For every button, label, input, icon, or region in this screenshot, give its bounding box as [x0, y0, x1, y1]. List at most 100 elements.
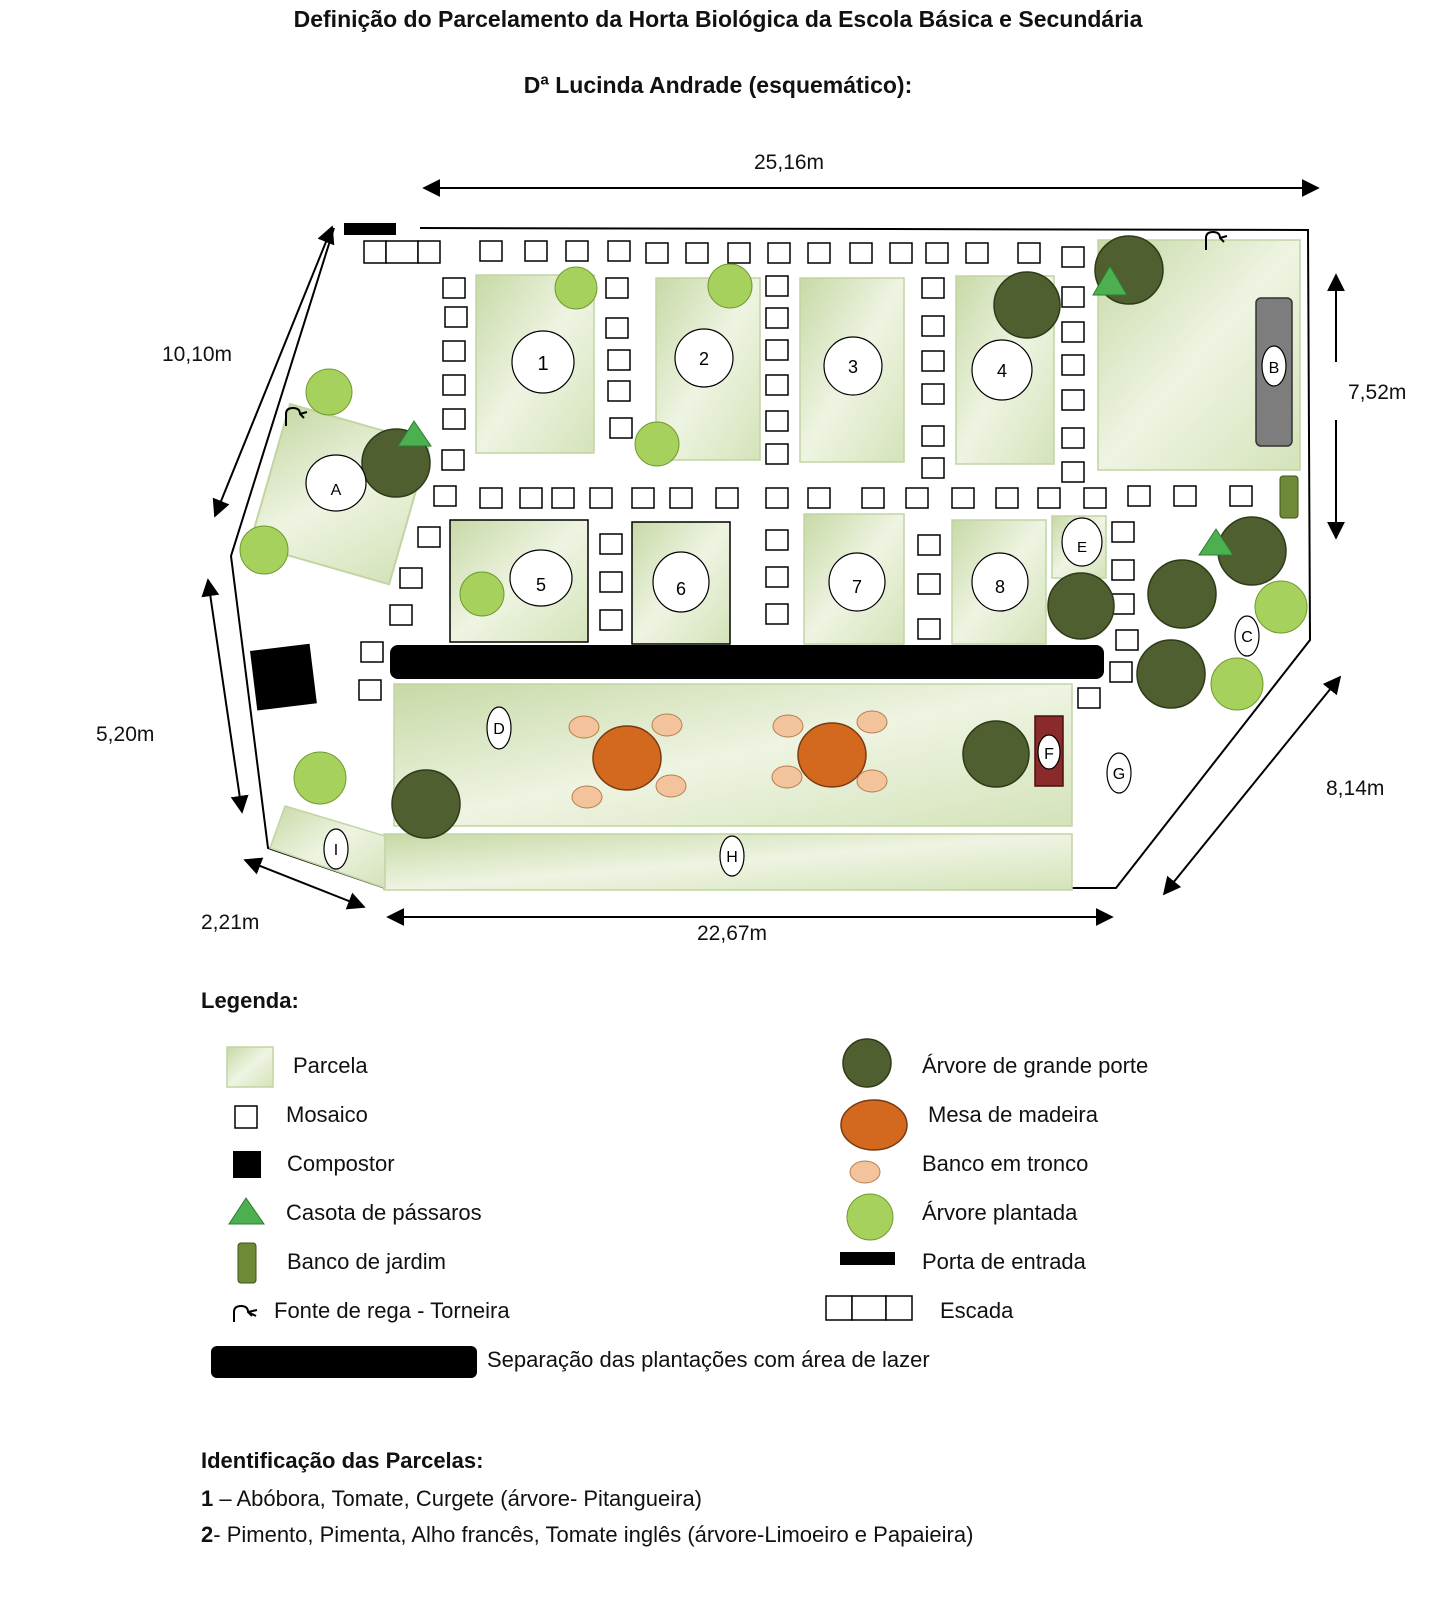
- mosaic-tile: [921, 315, 945, 337]
- mosaic-tile: [1173, 485, 1197, 507]
- dim-bottom-left-label: 2,21m: [201, 911, 260, 934]
- mosaic-tile: [609, 417, 633, 439]
- mosaic-tile: [605, 277, 629, 299]
- legend-porta-icon: [840, 1252, 895, 1265]
- mosaic-tile: [715, 487, 739, 509]
- legend-arvore-grande-label: Árvore de grande porte: [922, 1053, 1149, 1078]
- mosaic-tile: [442, 408, 466, 430]
- mosaic-tile: [921, 350, 945, 372]
- mosaic-tile: [1077, 687, 1101, 709]
- dim-left-lower-label: 5,20m: [96, 723, 155, 746]
- svg-text:5: 5: [536, 575, 546, 595]
- mosaic-tile: [917, 618, 941, 640]
- mosaic-tile: [589, 487, 613, 509]
- legend-banco-tronco-icon: [849, 1160, 881, 1184]
- legend-parcela-icon: [226, 1046, 274, 1088]
- dim-bottom-label: 22,67m: [697, 922, 768, 945]
- mosaic-tile: [861, 487, 885, 509]
- dim-arrow-left-lower: [201, 578, 249, 814]
- plot-label-c: C: [1234, 615, 1260, 657]
- mosaic-tile: [599, 533, 623, 555]
- mosaic-tile: [685, 242, 709, 264]
- diagram-title-line1: Definição do Parcelamento da Horta Bioló…: [293, 6, 1143, 32]
- plot-label-7: 7: [828, 552, 886, 612]
- legend-fonte-label: Fonte de rega - Torneira: [274, 1298, 510, 1323]
- mosaic-tile: [565, 240, 589, 262]
- mosaic-tile: [479, 487, 503, 509]
- legend-mesa-icon: [840, 1099, 908, 1151]
- mosaic-tile: [765, 566, 789, 588]
- mosaic-tile: [1115, 629, 1139, 651]
- legend-porta-label: Porta de entrada: [922, 1249, 1086, 1274]
- garden-plan: 1 2 3 4 5 6 7 8 A B C D E F G H I: [201, 179, 1345, 926]
- dim-arrow-bottom-left: [243, 857, 366, 910]
- plot-label-f: F: [1037, 734, 1061, 770]
- mosaic-tile: [1037, 487, 1061, 509]
- legend-compostor-label: Compostor: [287, 1151, 395, 1176]
- mosaic-tile: [358, 679, 382, 701]
- svg-text:E: E: [1077, 539, 1087, 556]
- identification-entry-2: 2- Pimento, Pimenta, Alho francês, Tomat…: [201, 1522, 974, 1547]
- legend-compostor-icon: [233, 1151, 261, 1178]
- mosaic-tile: [631, 487, 655, 509]
- svg-text:1: 1: [537, 353, 548, 375]
- plot-label-d: D: [486, 706, 512, 750]
- legend-escada-label: Escada: [940, 1298, 1014, 1323]
- mosaic-tile: [765, 603, 789, 625]
- mosaic-tile: [1127, 485, 1151, 507]
- mosaic-tile: [921, 383, 945, 405]
- identification-title: Identificação das Parcelas:: [201, 1448, 484, 1473]
- mosaic-tile: [765, 410, 789, 432]
- wooden-tables: [592, 722, 867, 791]
- mosaic-tile: [441, 449, 465, 471]
- legend-title: Legenda:: [201, 988, 299, 1013]
- legend-escada-icon: [825, 1295, 913, 1321]
- mosaic-tile: [433, 485, 457, 507]
- svg-text:C: C: [1241, 629, 1253, 646]
- legend-separacao-icon: [211, 1346, 477, 1378]
- mosaic-tile: [1111, 593, 1135, 615]
- mosaic-tile: [442, 340, 466, 362]
- mosaic-tile: [807, 487, 831, 509]
- mosaic-tiles: [358, 240, 1253, 709]
- legend-mosaico-label: Mosaico: [286, 1102, 368, 1127]
- svg-text:D: D: [493, 721, 505, 738]
- tap-icon: [233, 1304, 258, 1322]
- mosaic-tile: [1111, 559, 1135, 581]
- dim-left-upper-label: 10,10m: [162, 343, 233, 366]
- mosaic-tile: [849, 242, 873, 264]
- legend-banco-tronco-label: Banco em tronco: [922, 1151, 1089, 1176]
- plot-label-3: 3: [823, 336, 883, 396]
- planted-trees: [239, 263, 1308, 805]
- svg-text:8: 8: [995, 577, 1005, 597]
- mosaic-tile: [1061, 286, 1085, 308]
- mosaic-tile: [807, 242, 831, 264]
- mosaic-tile: [669, 487, 693, 509]
- mosaic-tile: [765, 374, 789, 396]
- plot-label-i: I: [323, 828, 349, 870]
- legend-mosaico-icon: [234, 1105, 258, 1129]
- mosaic-tile: [925, 242, 949, 264]
- mosaic-tile: [905, 487, 929, 509]
- plot-label-5: 5: [509, 549, 573, 607]
- plot-label-b: B: [1261, 345, 1287, 387]
- legend-casota-label: Casota de pássaros: [286, 1200, 482, 1225]
- mosaic-tile: [1061, 246, 1085, 268]
- diagram-title-line2: Dª Lucinda Andrade (esquemático):: [523, 72, 913, 98]
- mosaic-tile: [607, 380, 631, 402]
- mosaic-tile: [765, 339, 789, 361]
- entrance-door: [344, 223, 396, 235]
- garden-bench: [1279, 475, 1299, 519]
- mosaic-tile: [607, 240, 631, 262]
- mosaic-tile: [921, 277, 945, 299]
- dim-arrow-right-lower: [1162, 675, 1342, 896]
- separation-bar: [390, 645, 1104, 679]
- svg-text:6: 6: [676, 579, 686, 599]
- mosaic-tile: [1083, 487, 1107, 509]
- mosaic-tile: [645, 242, 669, 264]
- stairs: [363, 240, 441, 264]
- mosaic-tile: [551, 487, 575, 509]
- mosaic-tile: [389, 604, 413, 626]
- mosaic-tile: [1061, 354, 1085, 376]
- legend-casota-icon: [228, 1197, 265, 1225]
